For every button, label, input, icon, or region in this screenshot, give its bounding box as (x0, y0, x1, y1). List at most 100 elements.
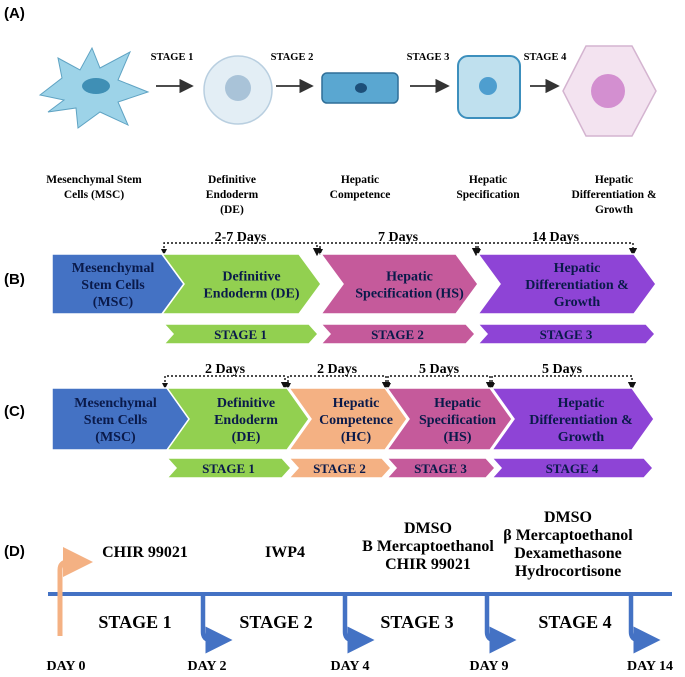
chevron-segment (319, 253, 479, 315)
chevron-label: Hepatic (558, 396, 605, 411)
day-arrow (200, 594, 233, 654)
day-arrow (484, 594, 517, 654)
chevron-label: (DE) (232, 430, 261, 445)
stage-chevron (287, 457, 393, 479)
day-arrow (628, 594, 661, 654)
hdg-cell-icon (562, 45, 657, 137)
stage-label: STAGE 3 (407, 52, 450, 63)
timeline-day-arrows (200, 594, 661, 654)
chevron-label: Hepatic (554, 261, 601, 276)
chevron-label: Hepatic (333, 396, 380, 411)
day-label: DAY 4 (330, 659, 369, 674)
timeline-stage-label: STAGE 2 (239, 612, 312, 632)
msc-cell-icon (38, 46, 150, 129)
duration-bracket (489, 375, 637, 391)
duration-label: 2 Days (317, 362, 358, 377)
hs-cell-icon (457, 55, 521, 119)
start-arrow (57, 547, 93, 636)
chevron-label: Differentiation & (529, 413, 633, 428)
chevron-label: Endoderm (DE) (203, 287, 299, 302)
duration-label: 5 Days (542, 362, 583, 377)
stage-label: STAGE 1 (151, 52, 194, 63)
chevron-segment (287, 387, 408, 451)
chevron-label: Competence (319, 413, 393, 428)
cell-caption: Specification (456, 189, 520, 201)
chevron-label: Mesenchymal (72, 261, 155, 276)
timeline-stage-label: STAGE 3 (380, 612, 453, 632)
duration-bracket (475, 242, 638, 257)
duration-label: 14 Days (532, 230, 580, 245)
stage-chevron-label: STAGE 2 (313, 461, 366, 476)
stage-chevron (162, 323, 320, 345)
chevron-label: Definitive (217, 396, 275, 411)
cell-caption: Endoderm (206, 189, 259, 201)
panel-b-label: (B) (4, 271, 25, 288)
reagent-label: DMSO (404, 520, 452, 537)
reagent-label: B Mercaptoethanol (362, 538, 494, 555)
day-label: DAY 14 (627, 659, 673, 674)
chevron-label: Stem Cells (81, 278, 145, 293)
day-label: DAY 0 (46, 659, 85, 674)
cell-caption: Cells (MSC) (64, 189, 125, 201)
chevron-label: Growth (558, 430, 605, 445)
stage-chevron (385, 457, 497, 479)
chevron-segment (385, 387, 513, 451)
duration-bracket (317, 242, 481, 257)
duration-bracket (162, 375, 290, 391)
stage-chevron (165, 457, 293, 479)
cell-caption: Differentiation & (571, 189, 656, 201)
cell-caption: Hepatic (595, 174, 633, 186)
duration-label: 2-7 Days (215, 230, 267, 245)
timeline-stages: STAGE 1 STAGE 2 STAGE 3 STAGE 4 (98, 612, 611, 632)
chevron-label: Mesenchymal (74, 396, 157, 411)
chevron-label: Definitive (222, 270, 280, 285)
chevron-segment (165, 387, 310, 451)
cell-caption: Mesenchymal Stem (46, 174, 142, 186)
stage-chevron-label: STAGE 1 (214, 327, 267, 342)
chevron-label: Differentiation & (525, 278, 629, 293)
reagent-label: CHIR 99021 (102, 544, 188, 561)
stage-chevron (490, 457, 655, 479)
chevron-segment (476, 253, 657, 315)
chevron-label: Stem Cells (84, 413, 148, 428)
cell-caption: Definitive (208, 174, 256, 186)
cell-caption: Growth (595, 204, 634, 216)
reagent-label: IWP4 (265, 544, 305, 561)
chevron-label: (MSC) (95, 430, 136, 445)
timeline-stage-label: STAGE 1 (98, 612, 171, 632)
panel-b: (B) 2-7 Days 7 Days 14 Days MesenchymalSte… (4, 230, 657, 345)
day-label: DAY 2 (187, 659, 226, 674)
de-cell-icon (203, 55, 273, 125)
duration-bracket (385, 375, 495, 391)
panel-b-durations: 2-7 Days 7 Days 14 Days (161, 230, 638, 257)
panel-c-label: (C) (4, 403, 25, 420)
chevron-label: Specification (HS) (355, 287, 464, 302)
panel-a-label: (A) (4, 5, 25, 22)
stage-chevron-label: STAGE 1 (202, 461, 255, 476)
duration-label: 7 Days (378, 230, 419, 245)
cell-caption: Competence (330, 189, 391, 201)
timeline-stage-label: STAGE 4 (538, 612, 611, 632)
stage-chevron-label: STAGE 2 (371, 327, 424, 342)
chevron-label: (MSC) (93, 295, 134, 310)
reagent-label: DMSO (544, 509, 592, 526)
chevron-label: Specification (419, 413, 496, 428)
chevron-label: Hepatic (386, 270, 433, 285)
cell-caption: (DE) (220, 204, 244, 216)
duration-bracket (161, 242, 322, 257)
duration-label: 2 Days (205, 362, 246, 377)
stage-chevron-label: STAGE 3 (414, 461, 467, 476)
stage-label: STAGE 2 (271, 52, 314, 63)
stage-chevron-label: STAGE 3 (540, 327, 593, 342)
